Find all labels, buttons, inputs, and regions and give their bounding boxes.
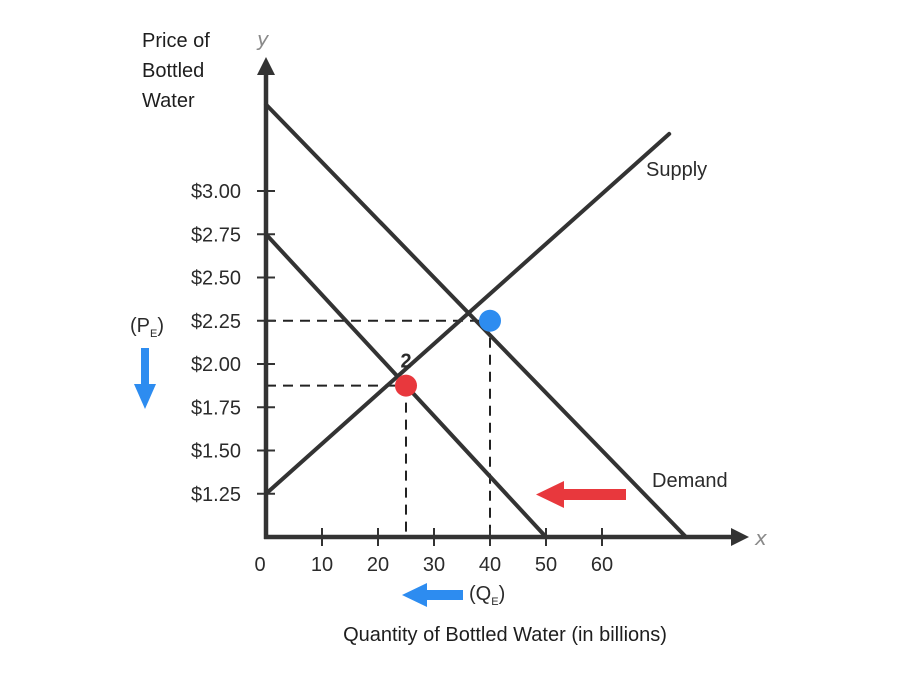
point-label: 2 <box>400 351 411 373</box>
price-decrease-arrow <box>134 348 156 409</box>
curves-layer <box>264 102 688 539</box>
y-axis-title-line-3: Water <box>142 90 195 112</box>
x-tick-label: 30 <box>423 554 445 576</box>
y-axis-letter: y <box>256 27 270 51</box>
supply-label: Supply <box>646 159 707 181</box>
demand-label: Demand <box>652 470 728 492</box>
equilibrium-guide-lines <box>266 319 491 537</box>
y-tick-label: $1.50 <box>191 441 241 463</box>
equilibrium-point <box>479 309 501 332</box>
y-tick-label: $2.50 <box>191 268 241 290</box>
y-tick-label: $2.75 <box>191 224 241 246</box>
equilibrium-points: 2 <box>395 309 501 397</box>
y-tick-label: $1.75 <box>191 397 241 419</box>
x-tick-label: 50 <box>535 554 557 576</box>
demand-shift-arrow <box>536 481 626 508</box>
x-tick-label: 40 <box>479 554 501 576</box>
axes <box>257 57 749 546</box>
y-tick-label: $3.00 <box>191 181 241 203</box>
axis-ticks: $3.00 $2.75 $2.50 $2.25 $2.00 $1.75 $1.50 $1.25… <box>191 181 613 576</box>
demand-curve <box>264 102 688 539</box>
equilibrium-point <box>395 374 417 397</box>
x-tick-label: 0 <box>254 554 265 576</box>
x-axis-letter: x <box>754 526 767 550</box>
x-tick-label: 20 <box>367 554 389 576</box>
y-axis-title-line-1: Price of <box>142 30 210 52</box>
y-tick-label: $2.25 <box>191 311 241 333</box>
y-tick-label: $2.00 <box>191 354 241 376</box>
qe-label: (QE) <box>469 583 505 608</box>
y-tick-label: $1.25 <box>191 484 241 506</box>
quantity-decrease-arrow <box>402 583 463 607</box>
x-tick-label: 10 <box>311 554 333 576</box>
pe-label: (PE) <box>130 315 164 340</box>
y-axis-title-line-2: Bottled <box>142 60 204 82</box>
x-tick-label: 60 <box>591 554 613 576</box>
x-axis-title: Quantity of Bottled Water (in billions) <box>343 624 667 646</box>
y-axis-title: Price of Bottled Water <box>142 30 215 112</box>
